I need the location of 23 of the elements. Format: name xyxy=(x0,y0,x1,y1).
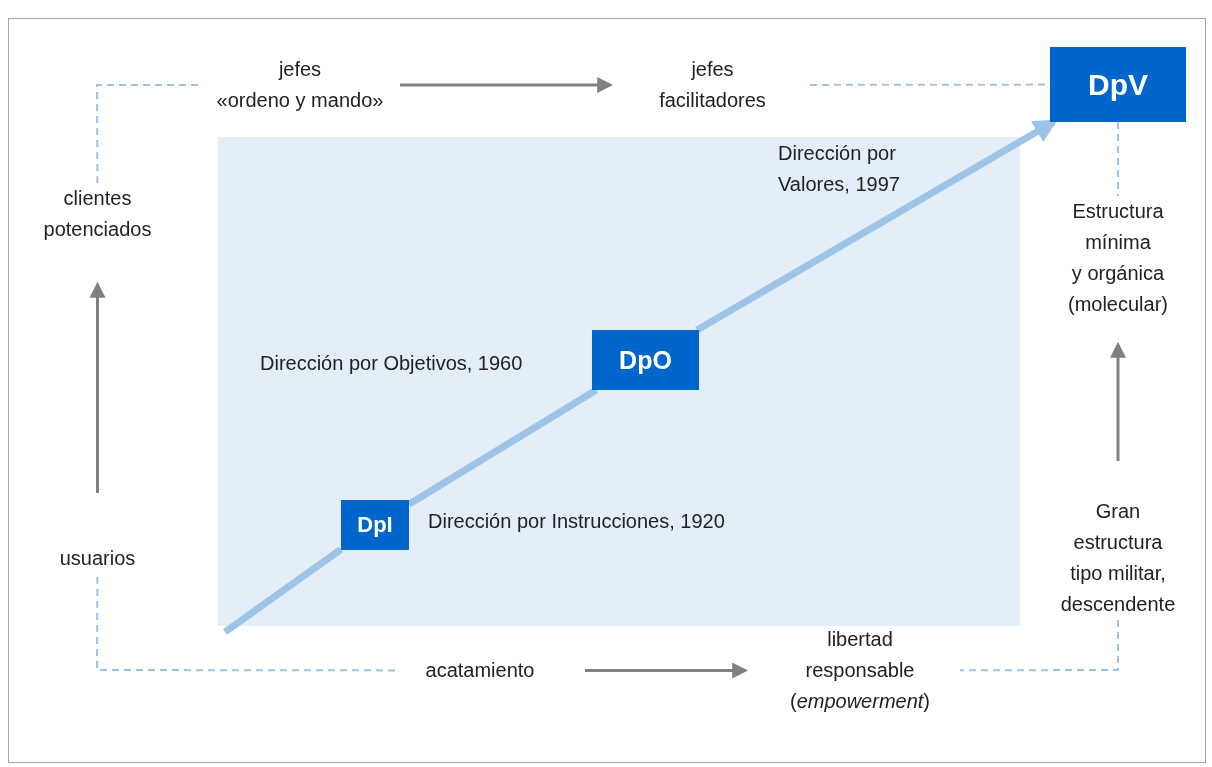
arrow xyxy=(1110,341,1126,461)
caption-text: Dirección por Objetivos, 1960 xyxy=(260,351,523,376)
dashed-connector xyxy=(96,84,201,184)
text-label: clientes potenciados xyxy=(25,183,170,245)
abbreviation-box: DpO xyxy=(592,330,699,390)
text-label: jefes «ordeno y mando» xyxy=(200,54,400,116)
text-label: jefes facilitadores xyxy=(630,54,795,116)
text-label: Estructura mínima y orgánica (molecular) xyxy=(1048,196,1188,320)
shaded-area xyxy=(218,137,1020,626)
arrow xyxy=(695,118,1058,334)
text-label: Gran estructura tipo militar, descendente xyxy=(1048,496,1188,620)
text-label: acatamiento xyxy=(405,655,555,686)
text-label: libertad responsable (empowerment) xyxy=(770,624,950,717)
text-label: usuarios xyxy=(40,543,155,574)
caption-text: Dirección por Valores, 1997 xyxy=(778,141,900,197)
dashed-connector xyxy=(959,619,1119,672)
caption-text: Dirección por Instrucciones, 1920 xyxy=(428,509,725,534)
abbreviation-box: DpV xyxy=(1050,47,1186,122)
arrow xyxy=(89,281,106,493)
arrow xyxy=(585,662,749,679)
arrow xyxy=(400,77,614,93)
dashed-connector xyxy=(1117,121,1119,197)
abbreviation-box: DpI xyxy=(341,500,409,550)
